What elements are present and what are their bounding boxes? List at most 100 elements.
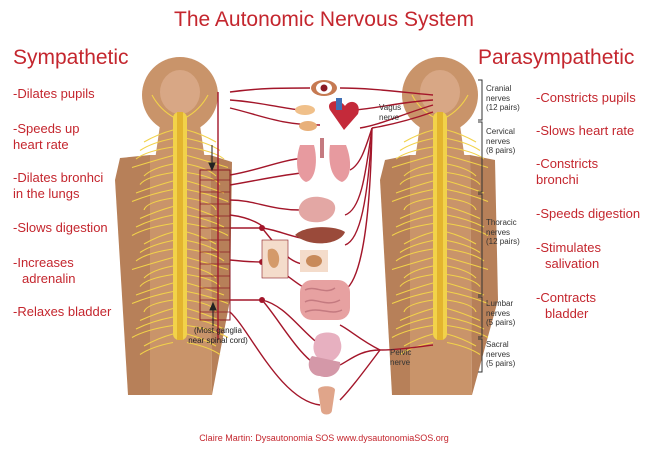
sympathetic-body-figure xyxy=(115,57,232,395)
spinal-nerve-branch xyxy=(186,290,229,305)
spinal-nerve-branch xyxy=(186,341,221,355)
effect-line: in the lungs xyxy=(13,186,80,201)
effect-line: bronchi xyxy=(536,172,579,187)
spinal-nerve-branch xyxy=(186,163,217,177)
spinal-nerve-branch xyxy=(131,324,174,338)
organ-genitals xyxy=(318,386,335,415)
segment-line: nerves xyxy=(486,227,511,237)
segment-line: (12 pairs) xyxy=(486,103,520,112)
spinal-nerve-branch xyxy=(139,273,174,287)
effect-line: heart rate xyxy=(13,137,69,152)
spinal-nerve-branch xyxy=(131,256,174,271)
segment-line: nerves xyxy=(486,308,511,318)
sympathetic-effect-adrenalin: -Increases adrenalin xyxy=(13,255,76,287)
effect-line: -Slows heart rate xyxy=(536,123,635,138)
spinal-nerve-branch xyxy=(446,163,477,177)
parasympathetic-effect-bladder: -Contracts bladder xyxy=(536,290,596,322)
spinal-nerve-branch xyxy=(186,299,217,313)
spinal-nerve-branch xyxy=(139,137,174,151)
spinal-nerve-branch xyxy=(186,316,225,330)
segment-line: nerves xyxy=(486,93,511,103)
organ-adrenal-kidney xyxy=(261,239,328,279)
spinal-nerve-branch xyxy=(446,333,477,347)
spinal-nerve-branch xyxy=(403,299,434,313)
spinal-nerve-branch xyxy=(186,205,221,220)
effect-line: -Constricts xyxy=(536,156,599,171)
spinal-nerve-branch xyxy=(186,307,221,322)
page-title: The Autonomic Nervous System xyxy=(174,8,474,31)
spinal-nerve-branch xyxy=(186,248,225,262)
segment-lumbar: Lumbar nerves (5 pairs) xyxy=(486,299,515,328)
spinal-nerve-branch xyxy=(446,256,489,271)
spinal-nerve-branch xyxy=(186,171,221,185)
spinal-nerve-branch xyxy=(395,316,434,330)
effect-line: -Relaxes bladder xyxy=(13,304,112,319)
spinal-nerve-branch xyxy=(143,129,174,143)
spinal-nerve-branch xyxy=(135,214,174,228)
spinal-nerve-branch xyxy=(139,239,174,253)
segment-line: Lumbar xyxy=(486,299,514,308)
spinal-nerve-branch xyxy=(446,154,489,169)
spinal-nerve-branch xyxy=(135,282,174,296)
label-line: near spinal cord) xyxy=(188,335,248,345)
effect-line: -Dilates pupils xyxy=(13,86,95,101)
cranial-nerve-branch xyxy=(444,94,469,119)
spinal-nerve-branch xyxy=(139,341,174,355)
spinal-nerve-branch xyxy=(186,214,225,228)
effect-line: -Contracts xyxy=(536,290,596,305)
segment-line: (8 pairs) xyxy=(486,146,516,155)
spinal-nerve-branch xyxy=(403,163,434,177)
segment-line: (5 pairs) xyxy=(486,318,516,327)
organ-eye xyxy=(311,80,337,96)
effect-line: adrenalin xyxy=(22,271,76,286)
spinal-nerve-branch xyxy=(403,129,434,143)
label-line: nerve xyxy=(379,112,400,122)
parasympathetic-heading: Parasympathetic xyxy=(478,46,635,69)
sympathetic-effect-heart: -Speeds up heart rate xyxy=(13,121,80,153)
spinal-nerve-branch xyxy=(186,222,229,236)
effect-line: salivation xyxy=(545,256,600,271)
spinal-nerve-branch xyxy=(131,188,174,203)
spinal-nerve-branch xyxy=(403,265,434,279)
sympathetic-chain-ganglia xyxy=(199,169,231,321)
label-line: nerve xyxy=(390,357,411,367)
parasympathetic-spinal-nerves xyxy=(391,94,489,355)
parasympathetic-effect-pupils: -Constricts pupils xyxy=(536,90,636,106)
effect-line: -Speeds up xyxy=(13,121,80,136)
parasympathetic-effect-salivation: -Stimulates salivation xyxy=(536,240,601,272)
segment-thoracic: Thoracic nerves (12 pairs) xyxy=(486,218,520,247)
spinal-nerve-branch xyxy=(131,154,174,169)
segment-brackets xyxy=(478,79,483,373)
ganglia-arrow-top xyxy=(208,145,216,172)
spinal-nerve-branch xyxy=(391,256,434,271)
spinal-nerve-branch xyxy=(186,273,221,287)
segment-line: (12 pairs) xyxy=(486,237,520,246)
spinal-nerve-branch xyxy=(446,137,481,151)
segment-sacral: Sacral nerves (5 pairs) xyxy=(486,340,515,369)
spinal-nerve-branch xyxy=(143,265,174,279)
spinal-nerve-branch xyxy=(139,205,174,220)
parasympathetic-effect-digestion: -Speeds digestion xyxy=(536,206,640,222)
spinal-nerve-branch xyxy=(446,282,485,296)
spinal-nerve-branch xyxy=(135,146,174,160)
organ-glands xyxy=(295,105,317,131)
spinal-nerve-branch xyxy=(186,231,217,245)
label-line: (Most ganglia xyxy=(193,326,243,335)
spinal-nerve-branch xyxy=(186,129,217,143)
spinal-nerve-branch xyxy=(446,316,485,330)
spinal-nerve-branch xyxy=(446,273,481,287)
effect-line: -Constricts pupils xyxy=(536,90,636,105)
spinal-nerve-branch xyxy=(135,180,174,194)
spinal-nerve-branch xyxy=(131,290,174,305)
spinal-nerve-branch xyxy=(395,248,434,262)
spinal-nerve-branch xyxy=(143,197,174,211)
ganglia-arrow xyxy=(209,301,217,326)
label-line: Pelvic xyxy=(390,348,412,357)
organ-stomach xyxy=(298,196,336,223)
ganglia-note: (Most ganglia near spinal cord) xyxy=(178,326,258,345)
spinal-nerve-branch xyxy=(446,290,489,305)
spinal-nerve-branch xyxy=(391,188,434,203)
spinal-nerve-branch xyxy=(186,333,217,347)
spinal-nerve-branch xyxy=(139,171,174,185)
